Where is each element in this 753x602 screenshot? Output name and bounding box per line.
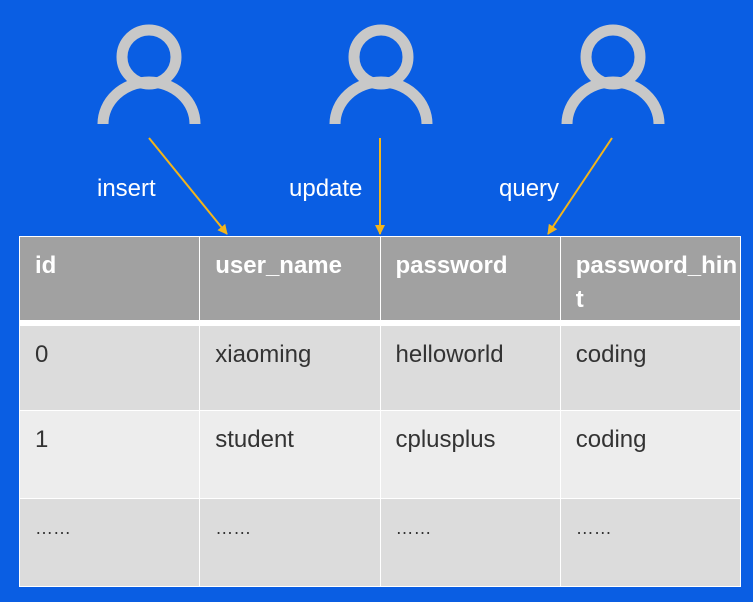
operation-label-insert: insert	[97, 175, 156, 202]
operation-label-update: update	[289, 175, 363, 202]
table-cell: coding	[559, 410, 742, 499]
table-cell: helloworld	[379, 322, 561, 411]
operation-label-query: query	[499, 175, 560, 202]
table-cell: ……	[18, 498, 201, 587]
user-icon-graphic	[97, 24, 201, 125]
table-cell: 1	[18, 410, 201, 499]
table-header-row: id user_name password password_hint	[18, 236, 742, 326]
column-header-id: id	[18, 236, 201, 326]
arrow-query	[547, 137, 613, 235]
column-header-user-name: user_name	[199, 236, 381, 326]
table-cell: coding	[559, 322, 742, 411]
user-icon	[326, 20, 436, 130]
user-icon	[94, 20, 204, 130]
table-cell: xiaoming	[199, 322, 381, 411]
column-header-password-hint: password_hint	[559, 236, 742, 326]
table-cell: ……	[379, 498, 561, 587]
user-icon-graphic	[561, 24, 665, 125]
arrow-insert	[148, 137, 228, 235]
table-cell: ……	[199, 498, 381, 587]
user-icon-graphic	[329, 24, 433, 125]
user-icon	[558, 20, 668, 130]
table-cell: ……	[559, 498, 742, 587]
table-row: …… …… …… ……	[18, 498, 742, 587]
user-table: id user_name password password_hint 0 xi…	[18, 236, 742, 587]
table-cell: student	[199, 410, 381, 499]
